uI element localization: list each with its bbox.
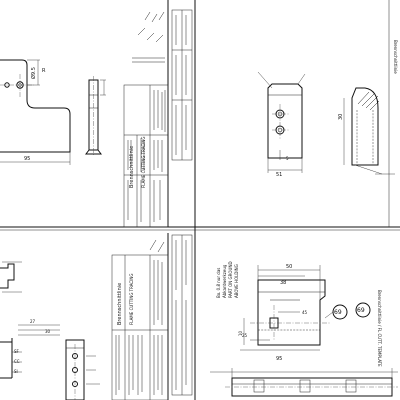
title-block-bottom-left: Brennschnittlinie FLAME CUTTING TRACING [111,234,193,400]
block-view-top-right: 51 5 30 [257,71,395,178]
leader-si: SI [14,369,18,374]
dim-27: 27 [30,319,36,324]
dim-25: 25 [242,333,248,338]
dim-95: 95 [276,356,282,362]
title-label-de-bl: Brennschnittlinie [117,283,123,325]
right-title-2: Brennschnittlinie / FL CUTT. TEMPLATE [377,290,382,367]
part-view-bottom-right: Bo. 0.8 nur das Abkantwerkzeug PART ON G… [210,261,398,397]
title-label-en: FLAME CUTTING TRACING [141,137,146,188]
revision-column-top [132,9,193,161]
dim-small-5: 5 [286,156,289,161]
dim-38: 38 [280,280,286,286]
leader-cc: CC [14,359,20,364]
right-edge-title: Brennschnittlinie Brennschnittlinie / FL… [377,0,398,367]
dim-10: 10 [238,330,243,336]
dim-dia: Ø9.5 [30,67,37,79]
part-view-bottom-left: 27 30 SF CC SI [0,261,100,400]
note-1: Bo. 0.8 nur das [216,268,221,298]
leader-sf: SF [14,349,20,354]
note-4: ABOVE HOLDING [234,264,239,298]
note-2: Abkantwerkzeug [222,264,227,298]
dim-width-95: 95 [24,156,30,162]
title-label-en-bl: FLAME CUTTING TRACING [129,274,134,325]
title-block-top-left: Brennschnittlinie FLAME CUTTING TRACING [123,84,169,228]
right-title-1: Brennschnittlinie [393,40,398,74]
note-3: PART ON GROUND [228,261,233,298]
balloon-69-a: 69 [334,309,342,316]
dim-30: 30 [45,329,51,334]
dim-height-30: 30 [338,114,344,120]
title-label-de: Brennschnittlinie [129,146,135,188]
dim-45: 45 [302,310,308,315]
plate-view-top-left: Ø9.5 R 95 [0,59,106,165]
balloon-69-b: 69 [357,307,365,314]
dim-radius: R [42,68,46,74]
dim-width-51: 51 [276,172,282,178]
dim-50: 50 [286,264,292,270]
